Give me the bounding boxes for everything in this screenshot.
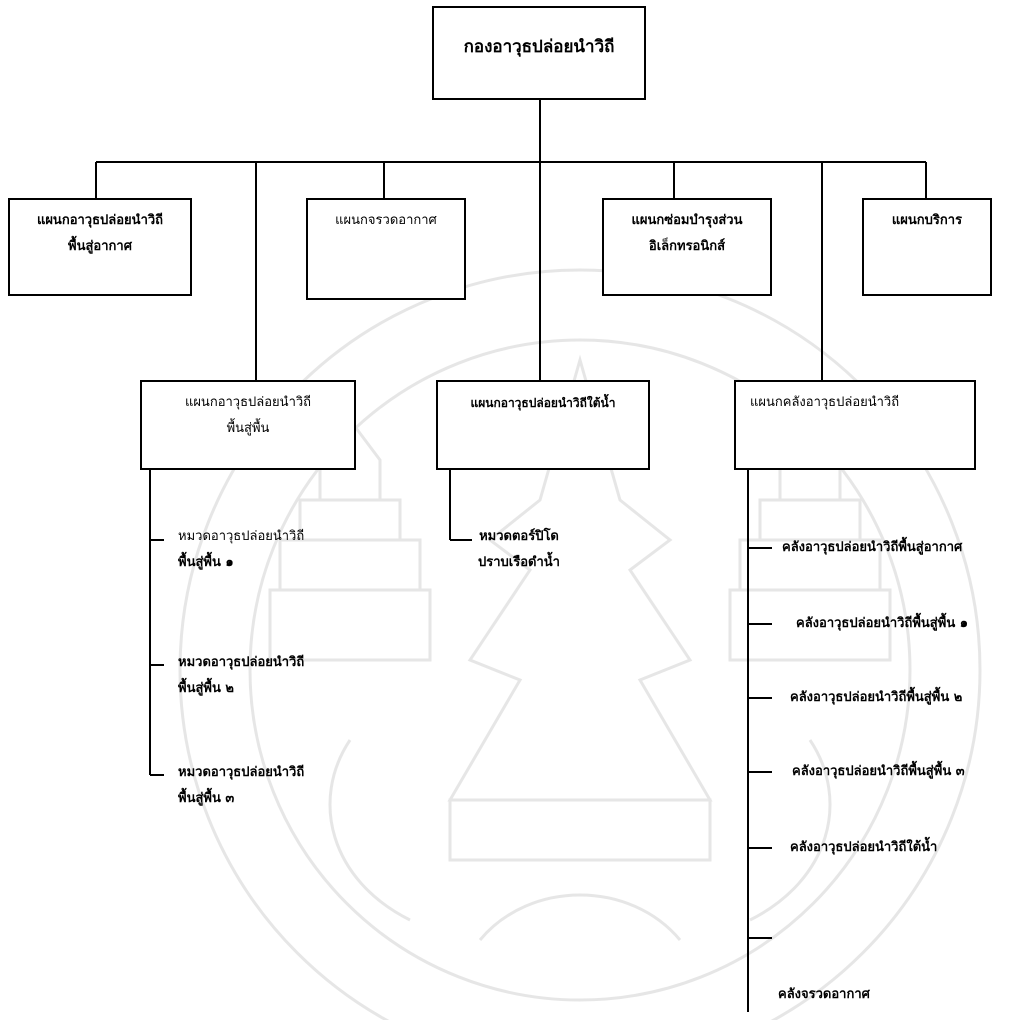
division-label-line1: แผนกจรวดอากาศ xyxy=(335,213,437,228)
division-label-line1: แผนกบริการ xyxy=(891,213,963,228)
depot-label: คลังอาวุธปล่อยนำวิถีพื้นสู่พื้น ๓ xyxy=(792,764,965,779)
section-label-line1: หมวดอาวุธปล่อยนำวิถี xyxy=(178,655,305,670)
section-label-line2: ปราบเรือดำน้ำ xyxy=(478,555,560,570)
emblem-watermark xyxy=(178,268,982,1020)
division-label-line1: แผนกคลังอาวุธปล่อยนำวิถี xyxy=(750,395,900,410)
division-label-line2: พื้นสู่อากาศ xyxy=(68,239,132,254)
depot-label: คลังอาวุธปล่อยนำวิถีพื้นสู่พื้น ๑ xyxy=(796,616,968,631)
division-label-line1: แผนกซ่อมบำรุงส่วน xyxy=(631,213,743,228)
depot-label: คลังจรวดอากาศ xyxy=(778,987,870,1002)
division-box-missile-depot: แผนกคลังอาวุธปล่อยนำวิถี xyxy=(734,380,976,470)
root-unit-box: กองอาวุธปล่อยนำวิถี xyxy=(432,6,646,100)
section-label-line2: พื้นสู่พื้น ๑ xyxy=(178,555,234,570)
division-box-surface-to-air: แผนกอาวุธปล่อยนำวิถี พื้นสู่อากาศ xyxy=(8,198,192,296)
division-label-line1: แผนกอาวุธปล่อยนำวิถีใต้น้ำ xyxy=(470,396,616,410)
depot-label: คลังอาวุธปล่อยนำวิถีพื้นสู่พื้น ๒ xyxy=(790,690,963,705)
division-label-line1: แผนกอาวุธปล่อยนำวิถี xyxy=(184,395,312,410)
division-box-electronic-maintenance: แผนกซ่อมบำรุงส่วน อิเล็กทรอนิกส์ xyxy=(602,198,772,296)
division-label-line1: แผนกอาวุธปล่อยนำวิถี xyxy=(36,213,164,228)
division-box-underwater: แผนกอาวุธปล่อยนำวิถีใต้น้ำ xyxy=(436,380,650,470)
section-label: หมวดอาวุธปล่อยนำวิถี พื้นสู่พื้น ๓ xyxy=(178,760,304,812)
section-label-line1: หมวดตอร์ปิโด xyxy=(479,529,559,544)
depot-label: คลังอาวุธปล่อยนำวิถีพื้นสู่อากาศ xyxy=(782,540,963,555)
section-label-line2: พื้นสู่พื้น ๒ xyxy=(178,681,234,696)
depot-label: คลังอาวุธปล่อยนำวิถีใต้น้ำ xyxy=(790,840,938,855)
division-box-air-rocket: แผนกจรวดอากาศ xyxy=(306,198,466,300)
division-box-surface-to-surface: แผนกอาวุธปล่อยนำวิถี พื้นสู่พื้น xyxy=(140,380,356,470)
section-label-line2: พื้นสู่พื้น ๓ xyxy=(178,791,235,806)
section-label-torpedo: หมวดตอร์ปิโด ปราบเรือดำน้ำ xyxy=(478,524,560,576)
section-label: หมวดอาวุธปล่อยนำวิถี พื้นสู่พื้น ๑ xyxy=(178,524,304,576)
division-label-line2: อิเล็กทรอนิกส์ xyxy=(648,239,726,254)
section-label-line1: หมวดอาวุธปล่อยนำวิถี xyxy=(178,765,305,780)
section-label-line1: หมวดอาวุธปล่อยนำวิถี xyxy=(178,529,305,544)
division-label-line2: พื้นสู่พื้น xyxy=(226,421,270,436)
division-box-services: แผนกบริการ xyxy=(862,198,992,296)
root-unit-title: กองอาวุธปล่อยนำวิถี xyxy=(463,37,615,57)
section-label: หมวดอาวุธปล่อยนำวิถี พื้นสู่พื้น ๒ xyxy=(178,650,304,702)
